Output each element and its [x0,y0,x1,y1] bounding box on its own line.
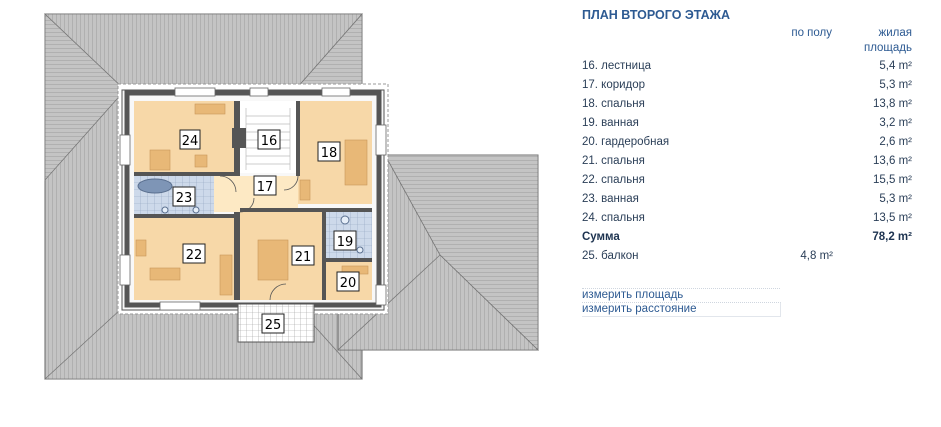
svg-text:25: 25 [265,318,282,333]
living-area: 3,2 m² [879,117,912,129]
room-name: 23. ванная [582,193,639,205]
room-label-22: 22 [182,243,206,264]
room-label-16: 16 [257,129,281,150]
room-label-18: 18 [317,141,341,162]
room-row: 22. спальня 15,5 m² [582,171,914,190]
room-name: 21. спальня [582,155,645,167]
measure-distance-link[interactable]: измерить расстояние [582,302,781,317]
svg-text:21: 21 [295,250,312,265]
living-area: 13,6 m² [873,155,912,167]
col-header-living: жилая площадь [832,26,912,56]
room-name: 16. лестница [582,60,652,72]
room-row: 24. спальня 13,5 m² [582,209,914,228]
living-area: 2,6 m² [879,136,912,148]
room-row: 19. ванная 3,2 m² [582,114,914,133]
total-living-area: 78,2 m² [872,231,912,243]
svg-text:17: 17 [257,180,274,195]
floor-plan: 24 16 18 17 23 22 21 19 20 25 [43,12,539,380]
room-label-23: 23 [172,186,196,207]
room-row: 23. ванная 5,3 m² [582,190,914,209]
room-label-21: 21 [291,245,315,266]
room-name: 19. ванная [582,117,639,129]
col-header-floor: по полу [791,27,832,39]
living-area: 15,5 m² [873,174,912,186]
living-area: 5,4 m² [879,60,912,72]
balcony-floor-area: 4,8 m² [800,250,833,262]
living-area: 5,3 m² [879,193,912,205]
room-row: 17. коридор 5,3 m² [582,76,914,95]
room-row: 16. лестница 5,4 m² [582,57,914,76]
svg-text:19: 19 [337,235,354,250]
room-row: 18. спальня 13,8 m² [582,95,914,114]
room-label-25: 25 [261,313,285,334]
room-label-17: 17 [253,175,277,196]
total-row: Сумма 78,2 m² [582,228,914,247]
room-label-19: 19 [333,230,357,251]
svg-text:23: 23 [176,191,193,206]
living-area: 13,8 m² [873,98,912,110]
svg-text:18: 18 [321,146,338,161]
balcony-row: 25. балкон 4,8 m² [582,247,914,266]
room-name: 17. коридор [582,79,646,91]
house-interior [117,83,389,343]
balcony-label: 25. балкон [582,250,639,262]
room-name: 18. спальня [582,98,645,110]
panel-title: ПЛАН ВТОРОГО ЭТАЖА [582,8,730,22]
living-area: 13,5 m² [873,212,912,224]
svg-text:16: 16 [261,134,278,149]
svg-text:22: 22 [186,248,203,263]
col-header-living-line2: площадь [863,42,912,54]
room-labels: 24 16 18 17 23 22 21 19 20 25 [172,129,360,334]
room-label-20: 20 [336,271,360,292]
room-row: 20. гардеробная 2,6 m² [582,133,914,152]
measure-area-link[interactable]: измерить площадь [582,288,780,302]
svg-text:24: 24 [182,134,199,149]
room-label-24: 24 [179,129,201,150]
svg-text:20: 20 [340,276,357,291]
living-area: 5,3 m² [879,79,912,91]
room-name: 24. спальня [582,212,645,224]
total-label: Сумма [582,231,620,243]
room-row: 21. спальня 13,6 m² [582,152,914,171]
room-name: 22. спальня [582,174,645,186]
room-name: 20. гардеробная [582,136,670,148]
area-panel: ПЛАН ВТОРОГО ЭТАЖА по полу жилая площадь… [582,0,922,427]
col-header-living-line1: жилая [878,27,912,39]
